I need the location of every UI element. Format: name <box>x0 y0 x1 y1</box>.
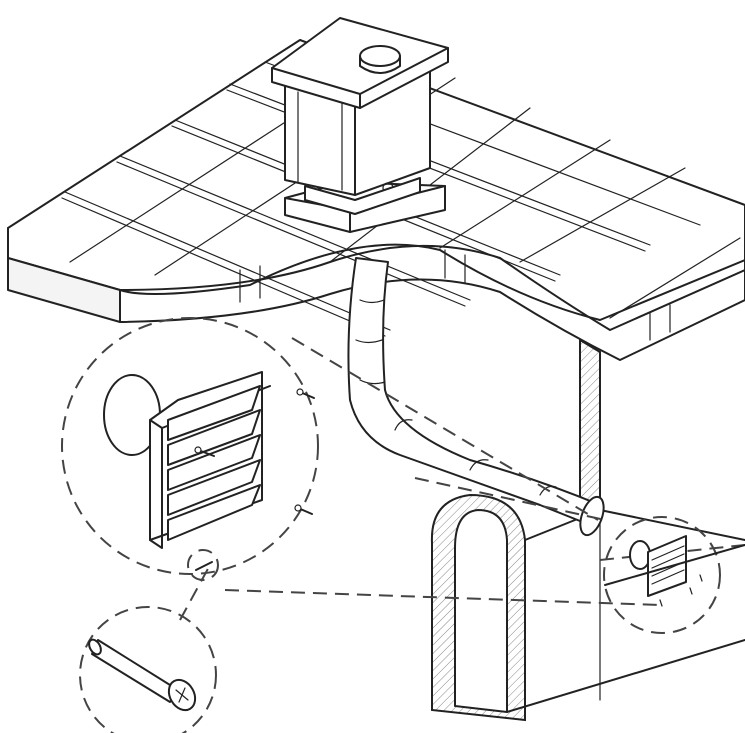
mounting-screw-enlarged <box>79 606 217 733</box>
louvered-wall-vent-enlarged <box>61 317 319 575</box>
screw-origin-marker <box>187 549 219 581</box>
flexible-exhaust-duct <box>347 257 605 537</box>
louvered-wall-vent-on-wall <box>603 516 745 634</box>
exterior-wall-section <box>430 338 745 722</box>
ceiling-mounted-appliance <box>271 17 449 233</box>
